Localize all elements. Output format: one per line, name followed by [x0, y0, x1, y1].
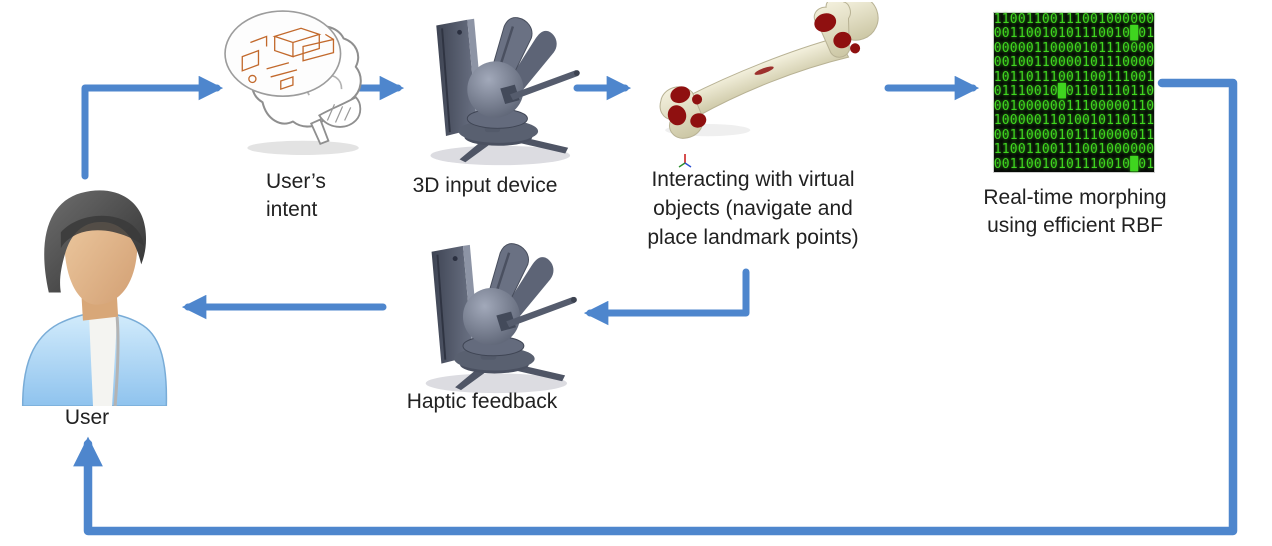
- undershirt: [88, 313, 118, 406]
- morphing-label: Real-time morphing using efficient RBF: [983, 186, 1167, 237]
- input-device-label: 3D input device: [412, 174, 558, 197]
- axis-triad-icon: [678, 154, 692, 168]
- user-label: User: [64, 406, 110, 429]
- brain-graphic: [224, 10, 362, 155]
- shadow: [247, 140, 359, 155]
- intent-label: User’s intent: [266, 170, 326, 221]
- haptic-feedback-graphic: [424, 242, 579, 395]
- cad-wireframe: [241, 27, 335, 91]
- virtual-objects-label: Interacting with virtual objects (naviga…: [647, 168, 859, 249]
- binary-matrix: 11001100111001000000 00110010101110010█0…: [993, 12, 1155, 173]
- landmark-points: [667, 13, 861, 128]
- user-avatar: [21, 190, 168, 406]
- haptic-label: Haptic feedback: [406, 390, 558, 413]
- hair: [44, 190, 147, 293]
- femur-bone-graphic: [659, 2, 879, 139]
- arrow-objects-to-haptic: [583, 268, 750, 326]
- binary-matrix-text: 11001100111001000000 00110010101110010█0…: [993, 11, 1155, 172]
- 3d-input-device-graphic: [429, 16, 581, 167]
- arrow-morphing-loop-to-user: [73, 78, 1238, 536]
- arrow-user-to-intent: [81, 75, 224, 180]
